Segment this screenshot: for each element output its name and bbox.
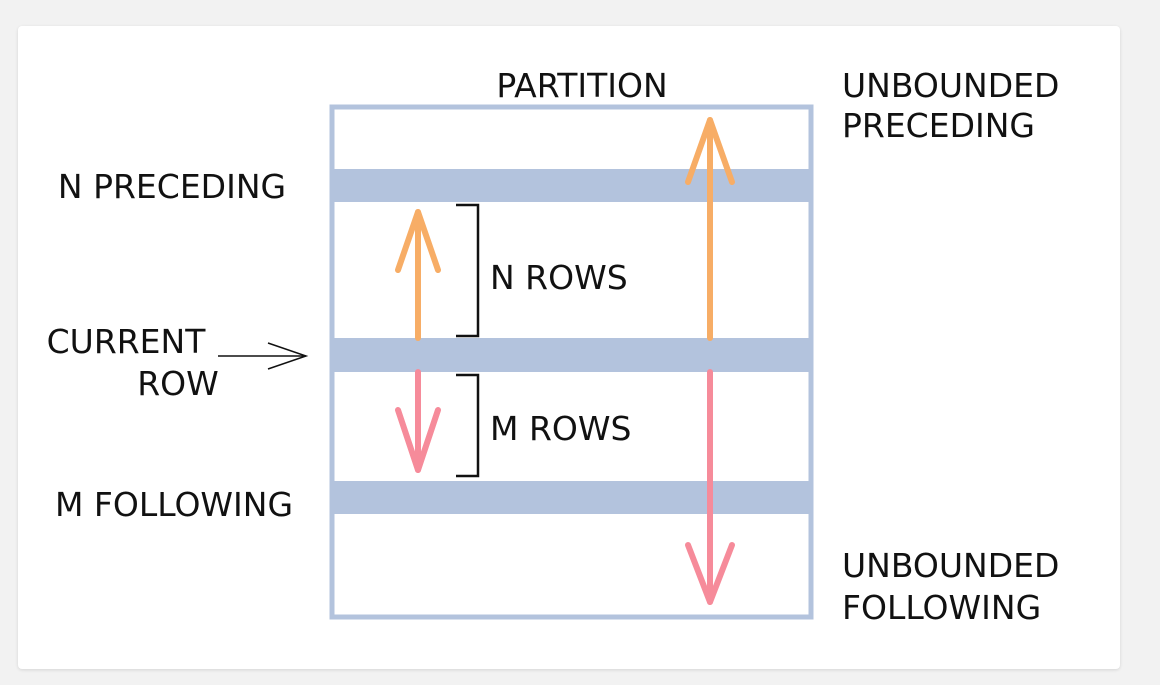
unbounded-following-label-line2: FOLLOWING — [842, 588, 1041, 627]
diagram-card: PARTITION UNBOUNDED PRECEDING N PRECEDIN… — [18, 26, 1120, 669]
unbounded-preceding-label-line2: PRECEDING — [842, 106, 1035, 145]
partition-label: PARTITION — [496, 66, 667, 105]
unbounded-following-arrow — [685, 369, 735, 605]
m-rows-bracket — [456, 373, 480, 478]
n-preceding-label: N PRECEDING — [58, 167, 286, 206]
current-row-label-line1: CURRENT — [47, 322, 207, 361]
n-rows-label: N ROWS — [490, 258, 628, 297]
unbounded-preceding-arrow — [685, 117, 735, 341]
m-rows-label: M ROWS — [490, 409, 631, 448]
n-preceding-arrow — [395, 209, 441, 341]
current-row-pointer — [218, 342, 309, 370]
current-row-label-line2: ROW — [137, 364, 219, 403]
unbounded-following-label-line1: UNBOUNDED — [842, 546, 1059, 585]
m-following-label: M FOLLOWING — [55, 485, 293, 524]
n-rows-bracket — [456, 203, 480, 338]
current-row-band — [330, 338, 813, 372]
m-following-arrow — [395, 369, 441, 473]
unbounded-preceding-label-line1: UNBOUNDED — [842, 66, 1059, 105]
window-frame-diagram: PARTITION UNBOUNDED PRECEDING N PRECEDIN… — [47, 66, 1060, 627]
m-following-row-band — [330, 481, 813, 514]
n-preceding-row-band — [330, 169, 813, 202]
